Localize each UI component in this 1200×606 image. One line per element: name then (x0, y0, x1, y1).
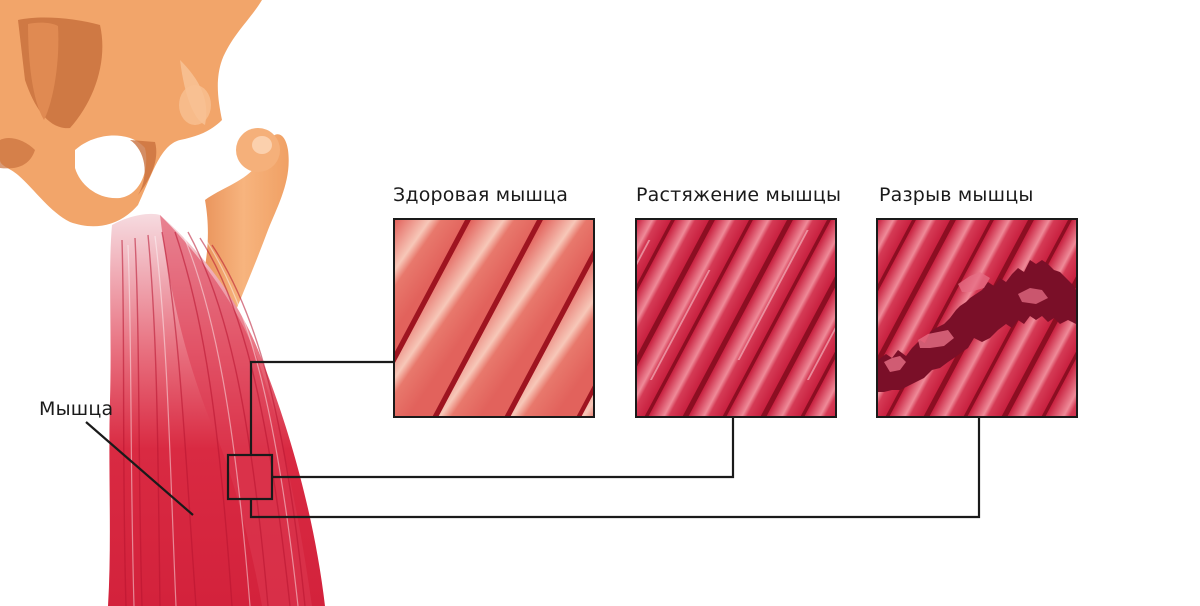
connector-strain (272, 416, 735, 479)
callout-lines (85, 360, 981, 519)
panel-healthy-muscle (393, 218, 595, 418)
panel-tear-muscle (876, 218, 1078, 418)
tear-region (878, 260, 1076, 392)
pelvis (0, 0, 262, 227)
tear-fibers-image (878, 220, 1076, 416)
femur (198, 128, 289, 330)
muscle (108, 213, 325, 606)
strain-fibers-image (637, 220, 835, 416)
muscle-label: Мышца (39, 398, 114, 420)
panel-strain-muscle (635, 218, 837, 418)
panel-title-healthy: Здоровая мышца (393, 184, 569, 206)
panel-title-strain: Растяжение мышцы (636, 184, 842, 206)
connector-tear (249, 416, 981, 519)
connector-healthy (249, 360, 393, 455)
panel-title-tear: Разрыв мышцы (879, 184, 1034, 206)
healthy-fibers-image (395, 220, 593, 416)
muscle-label-leader (85, 421, 194, 516)
